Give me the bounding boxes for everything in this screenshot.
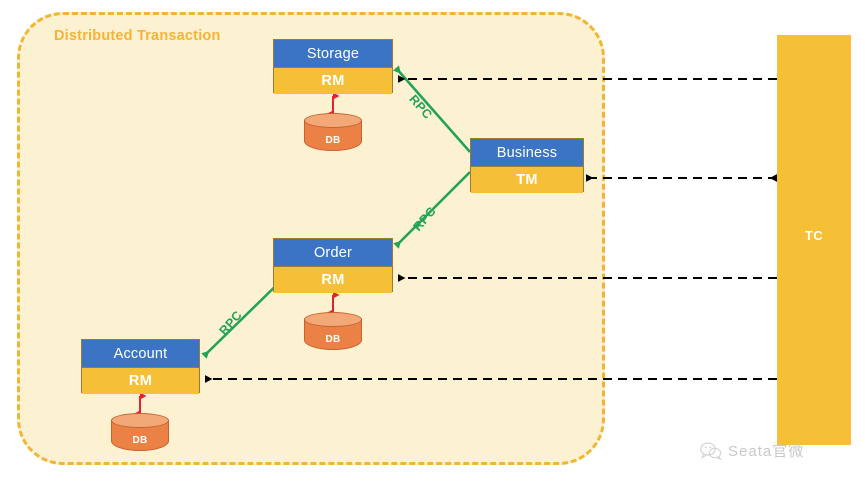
rpc-line-order [393, 171, 471, 249]
watermark-text: Seata官微 [728, 443, 805, 460]
service-order[interactable]: Order RM [273, 238, 393, 293]
transaction-coordinator-label: TC [804, 228, 824, 243]
service-business-role: TM [471, 166, 583, 193]
watermark: Seata官微 [700, 440, 804, 461]
service-storage-role: RM [274, 67, 392, 94]
db-links [133, 92, 340, 418]
db-label: DB [325, 333, 341, 345]
service-business[interactable]: Business TM [470, 138, 584, 193]
tc-links [205, 75, 777, 383]
db-label: DB [132, 434, 148, 446]
transaction-coordinator[interactable] [777, 35, 851, 445]
database-account: DB [111, 413, 169, 455]
service-storage[interactable]: Storage RM [273, 39, 393, 94]
service-account-role: RM [82, 367, 199, 394]
database-storage: DB [304, 113, 362, 155]
db-cylinder-top [111, 413, 169, 428]
distributed-transaction-title: Distributed Transaction [54, 28, 221, 44]
db-label: DB [325, 134, 341, 146]
wechat-icon [700, 441, 722, 460]
service-order-title: Order [274, 239, 392, 266]
db-cylinder-top [304, 312, 362, 327]
service-account[interactable]: Account RM [81, 339, 200, 394]
service-business-title: Business [471, 139, 583, 166]
service-storage-title: Storage [274, 40, 392, 67]
service-account-title: Account [82, 340, 199, 367]
db-cylinder-top [304, 113, 362, 128]
rpc-line-storage [393, 65, 471, 153]
database-order: DB [304, 312, 362, 354]
service-order-role: RM [274, 266, 392, 293]
